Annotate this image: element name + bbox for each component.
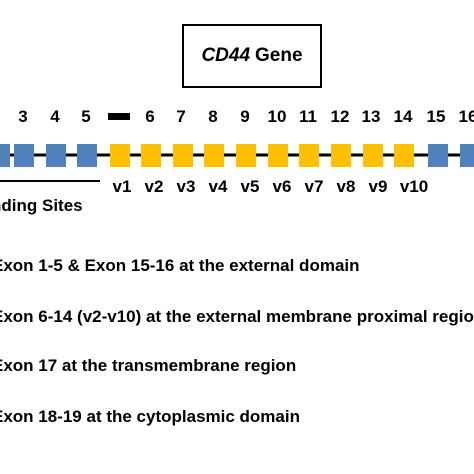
exon-box-4	[46, 144, 66, 167]
exon-box-16	[460, 144, 474, 167]
exon-box-v3	[173, 144, 193, 167]
exon-number: 7	[176, 107, 185, 126]
description-text: Exon 17 at the transmembrane region	[0, 356, 297, 375]
description-line-3: Exon 17 at the transmembrane region	[0, 356, 296, 376]
binding-sites-label: Binding Sites	[0, 196, 83, 216]
gene-title-box: CD44 Gene	[182, 24, 322, 88]
description-text: Exon 6-14 (v2-v10) at the external membr…	[0, 307, 474, 326]
exon-number: 14	[394, 107, 413, 126]
exon-number: 4	[50, 107, 60, 126]
exon-number: 12	[331, 107, 350, 126]
variant-label: v4	[209, 177, 228, 196]
variant-label: v5	[241, 177, 260, 196]
exon-box-v1	[110, 144, 130, 167]
exon-number: 8	[208, 107, 217, 126]
gene-word: Gene	[255, 45, 303, 66]
variant-label: v2	[145, 177, 164, 196]
description-line-1: Exon 1-5 & Exon 15-16 at the external do…	[0, 256, 360, 276]
exon-box-2	[0, 144, 10, 167]
exon-number: 3	[18, 107, 27, 126]
exon-box-v2	[141, 144, 161, 167]
gene-name-italic: CD44	[201, 45, 251, 66]
exon-number: 13	[362, 107, 381, 126]
exon-box-3	[14, 144, 34, 167]
description-line-2: Exon 6-14 (v2-v10) at the external membr…	[0, 307, 474, 327]
variant-label: v10	[400, 177, 428, 196]
exon-box-v6	[268, 144, 288, 167]
exon-number: 10	[268, 107, 287, 126]
description-text: Exon 1-5 & Exon 15-16 at the external do…	[0, 256, 360, 275]
exon-box-v10	[394, 144, 414, 167]
variant-label: v7	[305, 177, 324, 196]
description-line-4: Exon 18-19 at the cytoplasmic domain	[0, 407, 300, 427]
exon-box-v8	[331, 144, 351, 167]
exon-number: 16	[459, 107, 474, 126]
exon-box-v9	[363, 144, 383, 167]
exon-number: 9	[240, 107, 249, 126]
variant-label: v3	[177, 177, 196, 196]
exon-number: 11	[299, 107, 317, 126]
exon-number: 6	[145, 107, 154, 126]
exon-box-v5	[236, 144, 256, 167]
exon-gap-marker	[108, 113, 130, 120]
exon-box-v4	[204, 144, 224, 167]
exon-number: 5	[81, 107, 90, 126]
variant-label: v8	[337, 177, 356, 196]
exon-box-5	[77, 144, 97, 167]
variant-label: v1	[113, 177, 132, 196]
description-text: Exon 18-19 at the cytoplasmic domain	[0, 407, 300, 426]
variant-label: v9	[369, 177, 388, 196]
variant-label: v6	[273, 177, 292, 196]
exon-number: 15	[427, 107, 446, 126]
binding-sites-text: Binding Sites	[0, 196, 83, 215]
exon-box-v7	[299, 144, 319, 167]
exon-box-15	[428, 144, 448, 167]
